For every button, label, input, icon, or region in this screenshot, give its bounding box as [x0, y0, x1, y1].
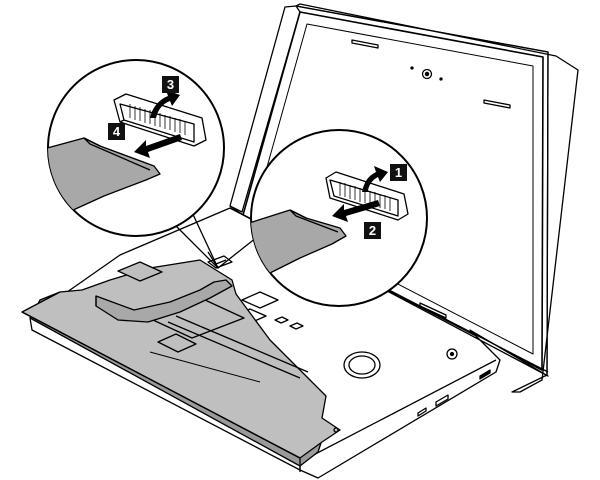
audio-port	[417, 407, 427, 417]
connector-latch	[113, 93, 207, 147]
step-number-2: 2	[369, 223, 376, 238]
arrow-curved-up-icon	[150, 90, 180, 118]
step-badge-4: 4	[108, 123, 125, 140]
hdmi-port	[435, 394, 449, 407]
camera-icon	[410, 66, 443, 81]
arrow-curved-up-icon	[362, 166, 388, 192]
fingerprint-reader-icon	[343, 351, 381, 379]
step-number-3: 3	[167, 77, 174, 92]
usb-port	[479, 369, 491, 380]
callout-right: 1 2	[250, 129, 428, 307]
step-badge-2: 2	[364, 222, 381, 239]
keyboard	[21, 259, 341, 470]
step-number-1: 1	[395, 165, 402, 180]
keyboard-connector	[207, 255, 233, 269]
arrow-left-icon	[332, 200, 380, 222]
keyboard-ribbon-cable	[95, 279, 233, 323]
arrow-left-icon	[134, 134, 182, 158]
step-number-4: 4	[113, 124, 121, 139]
power-button-icon	[446, 348, 458, 360]
callout-left: 3 4	[47, 59, 225, 237]
connector-latch	[325, 171, 409, 221]
step-badge-1: 1	[390, 164, 407, 181]
step-badge-3: 3	[162, 76, 179, 93]
